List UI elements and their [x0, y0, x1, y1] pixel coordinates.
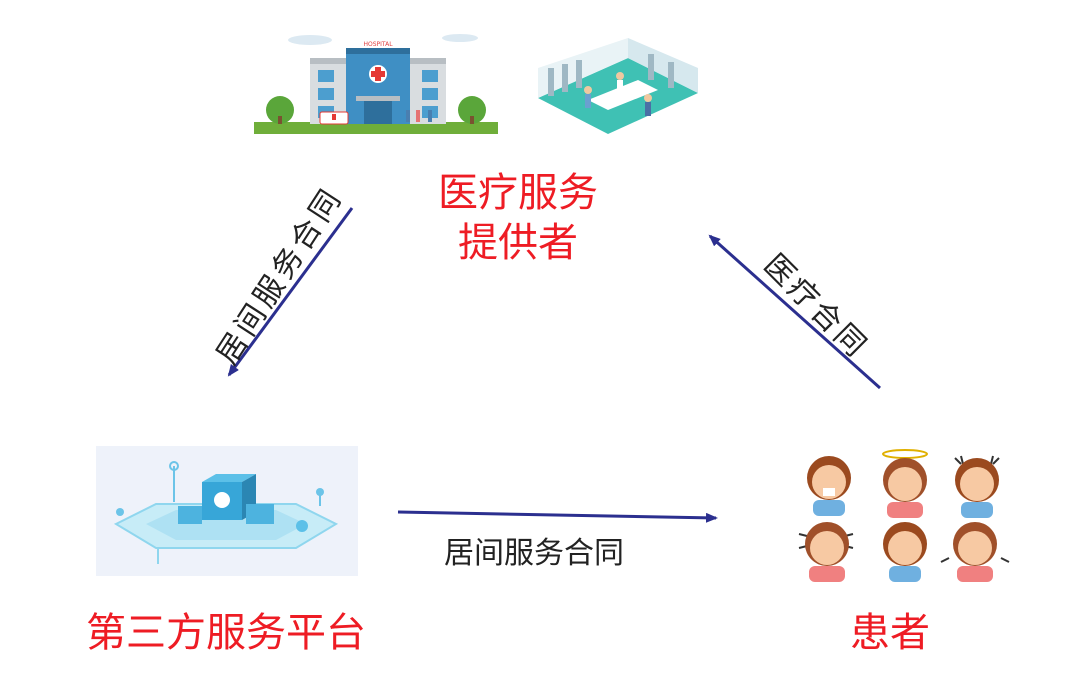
- patients-title: 患者: [850, 610, 930, 656]
- hospital-illustration: HOSPITAL: [250, 28, 500, 136]
- hospital-sign: HOSPITAL: [363, 41, 393, 48]
- pharmacy-illustration: [528, 38, 703, 138]
- patient-face-4: [798, 522, 854, 582]
- patient-face-6: [940, 522, 1010, 582]
- patient-face-3: [954, 455, 1000, 518]
- edge-label-platform-to-patients: 居间服务合同: [444, 536, 624, 571]
- patients-illustration: [795, 448, 1020, 588]
- patient-face-2: [882, 449, 928, 518]
- patient-face-5: [883, 522, 927, 582]
- arrow-patients-to-provider: [708, 234, 881, 390]
- patient-face-1: [807, 456, 851, 516]
- provider-title: 医疗服务 提供者: [438, 170, 598, 266]
- platform-title: 第三方服务平台: [86, 610, 366, 656]
- arrow-platform-to-patients: [397, 510, 718, 523]
- arrow-provider-to-platform: [227, 207, 354, 377]
- platform-illustration: [96, 446, 358, 576]
